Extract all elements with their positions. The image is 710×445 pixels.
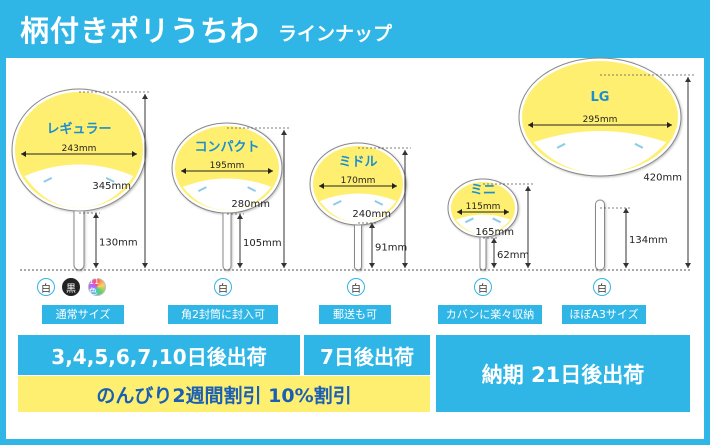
handle-arrow-bottom [623,263,629,268]
width-label: 243mm [62,144,97,154]
height-label: 420mm [643,173,682,184]
width-arrow-head-right [132,151,137,157]
fan-name: ミニ [470,183,496,198]
handle-height-label: 91mm [375,243,407,254]
discount-banner: のんびり2週間割引 10%割引 [18,376,430,412]
dimension-group: 243mm レギュラー 345mm 130mm 195mm コンパクト 280mm 105mm… [20,74,694,271]
height-arrow-bottom [402,263,408,268]
fan-name: LG [591,90,610,105]
height-arrow-bottom [142,263,148,268]
height-label: 345mm [92,181,131,192]
width-label: 195mm [210,161,245,171]
header: 柄付きポリうちわ ラインナップ [0,0,710,58]
fan-name: レギュラー [46,121,111,137]
width-arrow-head-right [667,122,672,128]
handle-arrow-top [369,223,375,228]
width-label: 170mm [341,176,376,186]
fan-handle [595,199,605,271]
width-arrow-head-left [21,151,26,157]
lg-shipping: 納期 21日後出荷 [436,335,690,412]
page-subtitle: ラインナップ [278,22,393,45]
handle-arrow-bottom [237,263,243,268]
color-white-circle: 白 [37,278,55,296]
handle-arrow-bottom [93,263,99,268]
fan-bottom-cutout [24,164,134,208]
handle-arrow-top [491,238,497,243]
fan-2 [171,122,283,271]
fan-rib-right [105,177,115,183]
height-arrow-top [142,94,148,99]
handle-arrow-bottom [369,263,375,268]
lg-color-white: 白 [593,278,611,296]
height-arrow-top [281,130,287,135]
handle-height-label: 134mm [629,235,668,246]
handle-height-label: 130mm [99,238,138,249]
lg-label: ほぼA3サイズ [562,305,646,324]
compact-label: 角2封筒に封入可 [168,305,278,324]
height-arrow-top [685,77,691,82]
fan-rib-left [556,142,566,149]
middle-label: 郵送も可 [319,305,391,324]
handle-arrow-top [623,208,629,213]
height-arrow-top [402,150,408,155]
height-label: 240mm [352,209,391,220]
width-arrow-head-left [181,168,186,174]
width-arrow-head-left [457,209,462,215]
fan-4 [447,178,519,271]
color-multi-circle: 11色 [88,277,106,296]
compact-color-white: 白 [214,278,232,296]
handle-arrow-top [93,213,99,218]
middle-color-white: 白 [347,278,365,296]
fan-rib-left [197,186,207,192]
fan-bottom-cutout [182,178,272,210]
height-arrow-bottom [685,263,691,268]
handle-arrow-top [237,214,243,219]
width-label: 295mm [583,115,618,125]
width-arrow-head-right [268,168,273,174]
fan-5 [518,57,682,271]
fan-name: コンパクト [194,140,259,155]
width-label: 115mm [466,202,501,212]
height-arrow-top [525,186,531,191]
width-arrow-head-right [392,183,397,189]
fan-3 [309,142,407,271]
fan-rib-right [492,217,502,224]
page-title: 柄付きポリうちわ [20,14,261,48]
fan-bottom-cutout [319,193,397,222]
fan-rib-right [634,142,644,149]
width-arrow-head-left [528,122,533,128]
fan-group [11,57,682,271]
mini-label: カバンに楽々収納 [438,305,542,324]
fan-1 [11,88,147,271]
height-label: 280mm [231,199,270,210]
express-shipping: 7日後出荷 [304,335,430,375]
regular-label: 通常サイズ [42,305,124,324]
fan-handle [73,204,85,271]
fan-handle [222,205,232,271]
width-arrow-head-right [504,209,509,215]
fan-name: ミドル [338,155,377,170]
mini-color-white: 白 [474,278,492,296]
handle-arrow-bottom [491,263,497,268]
fan-rib-left [43,177,53,183]
height-label: 165mm [475,227,514,238]
fan-rib-right [374,200,384,206]
handle-height-label: 62mm [497,250,529,261]
fan-rib-right [247,186,257,192]
standard-shipping: 3,4,5,6,7,10日後出荷 [18,335,300,375]
fan-rib-left [332,200,342,206]
height-arrow-bottom [525,263,531,268]
fan-rib-left [464,217,474,224]
color-black-circle: 黒 [62,278,80,296]
height-arrow-bottom [281,263,287,268]
fan-bottom-cutout [533,131,667,173]
handle-height-label: 105mm [243,238,282,249]
width-arrow-head-left [319,183,324,189]
